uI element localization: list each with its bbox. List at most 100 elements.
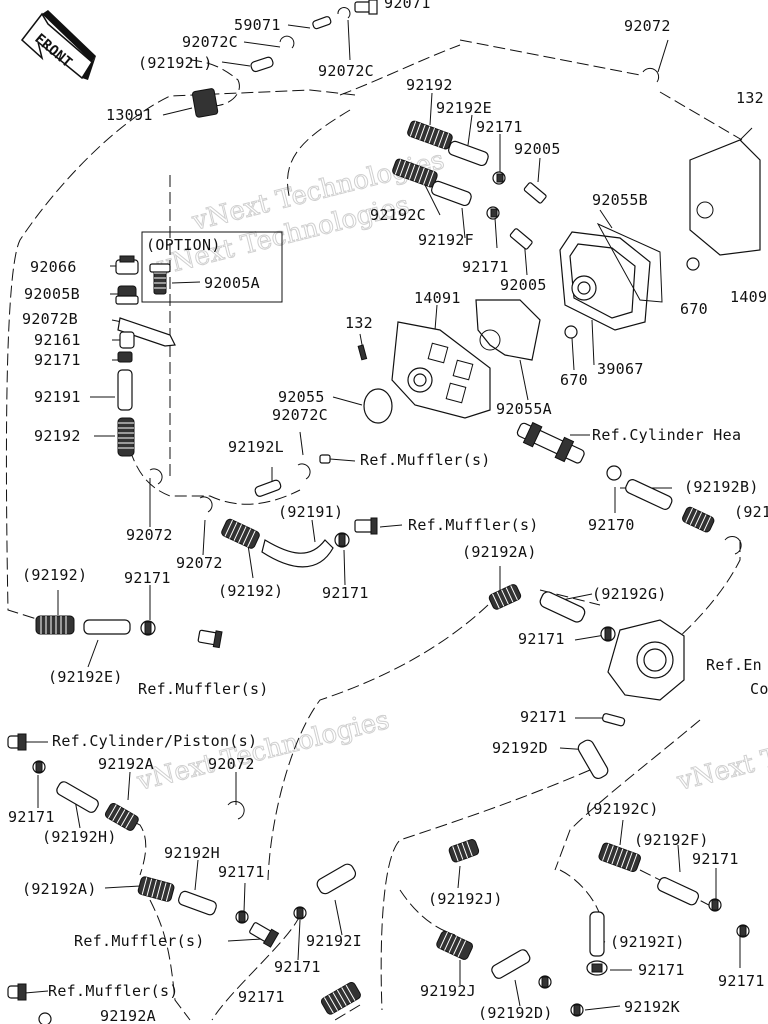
part-label: 92072C — [318, 62, 374, 80]
part-label: 92072 — [208, 755, 255, 773]
spring-92192-mid — [221, 518, 260, 549]
part-label: 92005 — [500, 276, 547, 294]
part-label: 92005B — [24, 285, 80, 303]
plug-92161 — [119, 331, 135, 349]
part-label: (92192D) — [478, 1004, 553, 1022]
part-label: 92192A — [100, 1007, 156, 1024]
part-label: (92192L) — [138, 54, 213, 72]
option-label: (OPTION) — [146, 236, 221, 254]
part-label: 92192J — [420, 982, 476, 1000]
part-label: 92171 — [8, 808, 55, 826]
part-label: 92005 — [514, 140, 561, 158]
part-label: 92171 — [476, 118, 523, 136]
part-label: 92171 — [692, 850, 739, 868]
ref-label: Ref.Muffler(s) — [138, 680, 269, 698]
part-label: 670 — [680, 300, 708, 318]
ref-label: Ref.Muffler(s) — [408, 516, 539, 534]
part-label: 92192H — [164, 844, 220, 862]
part-label: 92171 — [518, 630, 565, 648]
ref-label: Ref.Cylinder/Piston(s) — [52, 732, 257, 750]
part-label: 92192K — [624, 998, 680, 1016]
hose-92192I — [316, 863, 357, 895]
spring-92192J — [448, 839, 480, 863]
part-label: (92192H) — [42, 828, 117, 846]
part-label: (92192C) — [584, 800, 659, 818]
part-label: 92191 — [34, 388, 81, 406]
plate-14091 — [357, 299, 541, 424]
spring-92192A-left — [104, 802, 139, 831]
part-label: 92072 — [176, 554, 223, 572]
part-label: 132 — [736, 89, 764, 107]
hose-92192B — [625, 479, 673, 510]
part-label: (92192J) — [428, 890, 503, 908]
part-label: 59071 — [234, 16, 281, 34]
pad-13091 — [191, 88, 219, 118]
part-label: 92192 — [406, 76, 453, 94]
part-label: 92072C — [272, 406, 328, 424]
spring-92192C — [392, 158, 438, 188]
part-label: 92171 — [238, 988, 285, 1006]
part-label: (921 — [734, 503, 768, 521]
pipe-59071 — [312, 16, 332, 30]
part-label: 92192 — [34, 427, 81, 445]
part-label: 92072C — [182, 33, 238, 51]
cap-92066 — [115, 255, 139, 275]
ref-label: Ref.En — [706, 656, 762, 674]
part-label: 92192C — [370, 206, 426, 224]
part-label: 92055A — [496, 400, 552, 418]
ref-label: Ref.Cylinder Hea — [592, 426, 741, 444]
fitting-92005B — [115, 285, 139, 305]
ref-label: Ref.Muffler(s) — [360, 451, 491, 469]
part-label: 92171 — [322, 584, 369, 602]
part-label: 92072 — [126, 526, 173, 544]
spring-92192C-lower — [598, 842, 641, 872]
spring-92192 — [407, 120, 453, 150]
part-label: 92192F — [418, 231, 474, 249]
part-label: (92192G) — [592, 585, 667, 603]
part-label: 14091 — [414, 289, 461, 307]
part-label: 92192A — [98, 755, 154, 773]
spring-92192-lower — [35, 615, 75, 635]
ref-label: Co — [750, 680, 768, 698]
nipple-92071 — [354, 0, 378, 15]
part-label: (92192A) — [462, 543, 537, 561]
part-label: 92055 — [278, 388, 325, 406]
part-label: 92171 — [520, 708, 567, 726]
spring-92192-left — [117, 417, 135, 457]
part-label: 92055B — [592, 191, 648, 209]
part-label: 92066 — [30, 258, 77, 276]
fitting-cyl-head — [516, 421, 585, 464]
hose-92192E — [448, 140, 489, 167]
spring-92192A — [488, 584, 522, 610]
part-label: (92192) — [218, 582, 283, 600]
part-label: 132 — [345, 314, 373, 332]
ref-label: Ref.Muffler(s) — [74, 932, 205, 950]
part-label: 92171 — [218, 863, 265, 881]
part-label: 92170 — [588, 516, 635, 534]
part-label: 92192I — [306, 932, 362, 950]
hose-92192H — [56, 781, 99, 813]
part-label: 92005A — [204, 274, 260, 292]
cover-assembly-right — [559, 127, 761, 339]
part-label: (92192A) — [22, 880, 97, 898]
part-label: 92192L — [228, 438, 284, 456]
part-label: (92191) — [278, 503, 343, 521]
part-label: 92072B — [22, 310, 78, 328]
part-label: 92171 — [638, 961, 685, 979]
part-label: (92192F) — [634, 831, 709, 849]
part-label: 13091 — [106, 106, 153, 124]
part-label: 92171 — [34, 351, 81, 369]
part-label: 92171 — [718, 972, 765, 990]
part-label: 1409 — [730, 288, 767, 306]
watermark: vNext Technologies — [133, 705, 392, 797]
hose-92192D — [577, 739, 609, 780]
part-label: (92192B) — [684, 478, 759, 496]
part-label: 92171 — [124, 569, 171, 587]
part-label: 92071 — [384, 0, 431, 12]
part-label: 92192E — [436, 99, 492, 117]
part-label: 39067 — [597, 360, 644, 378]
part-label: 670 — [560, 371, 588, 389]
part-label: 92161 — [34, 331, 81, 349]
